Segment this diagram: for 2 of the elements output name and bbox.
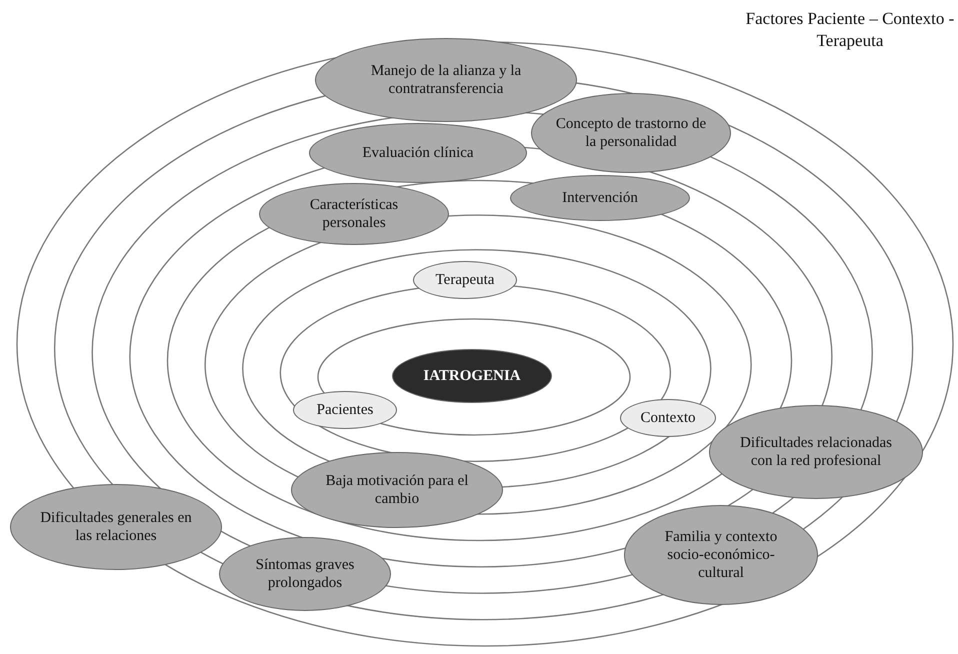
title: Factores Paciente – Contexto - Terapeuta	[745, 8, 955, 52]
factor-ellipse: Dificultades generales en las relaciones	[10, 484, 222, 570]
